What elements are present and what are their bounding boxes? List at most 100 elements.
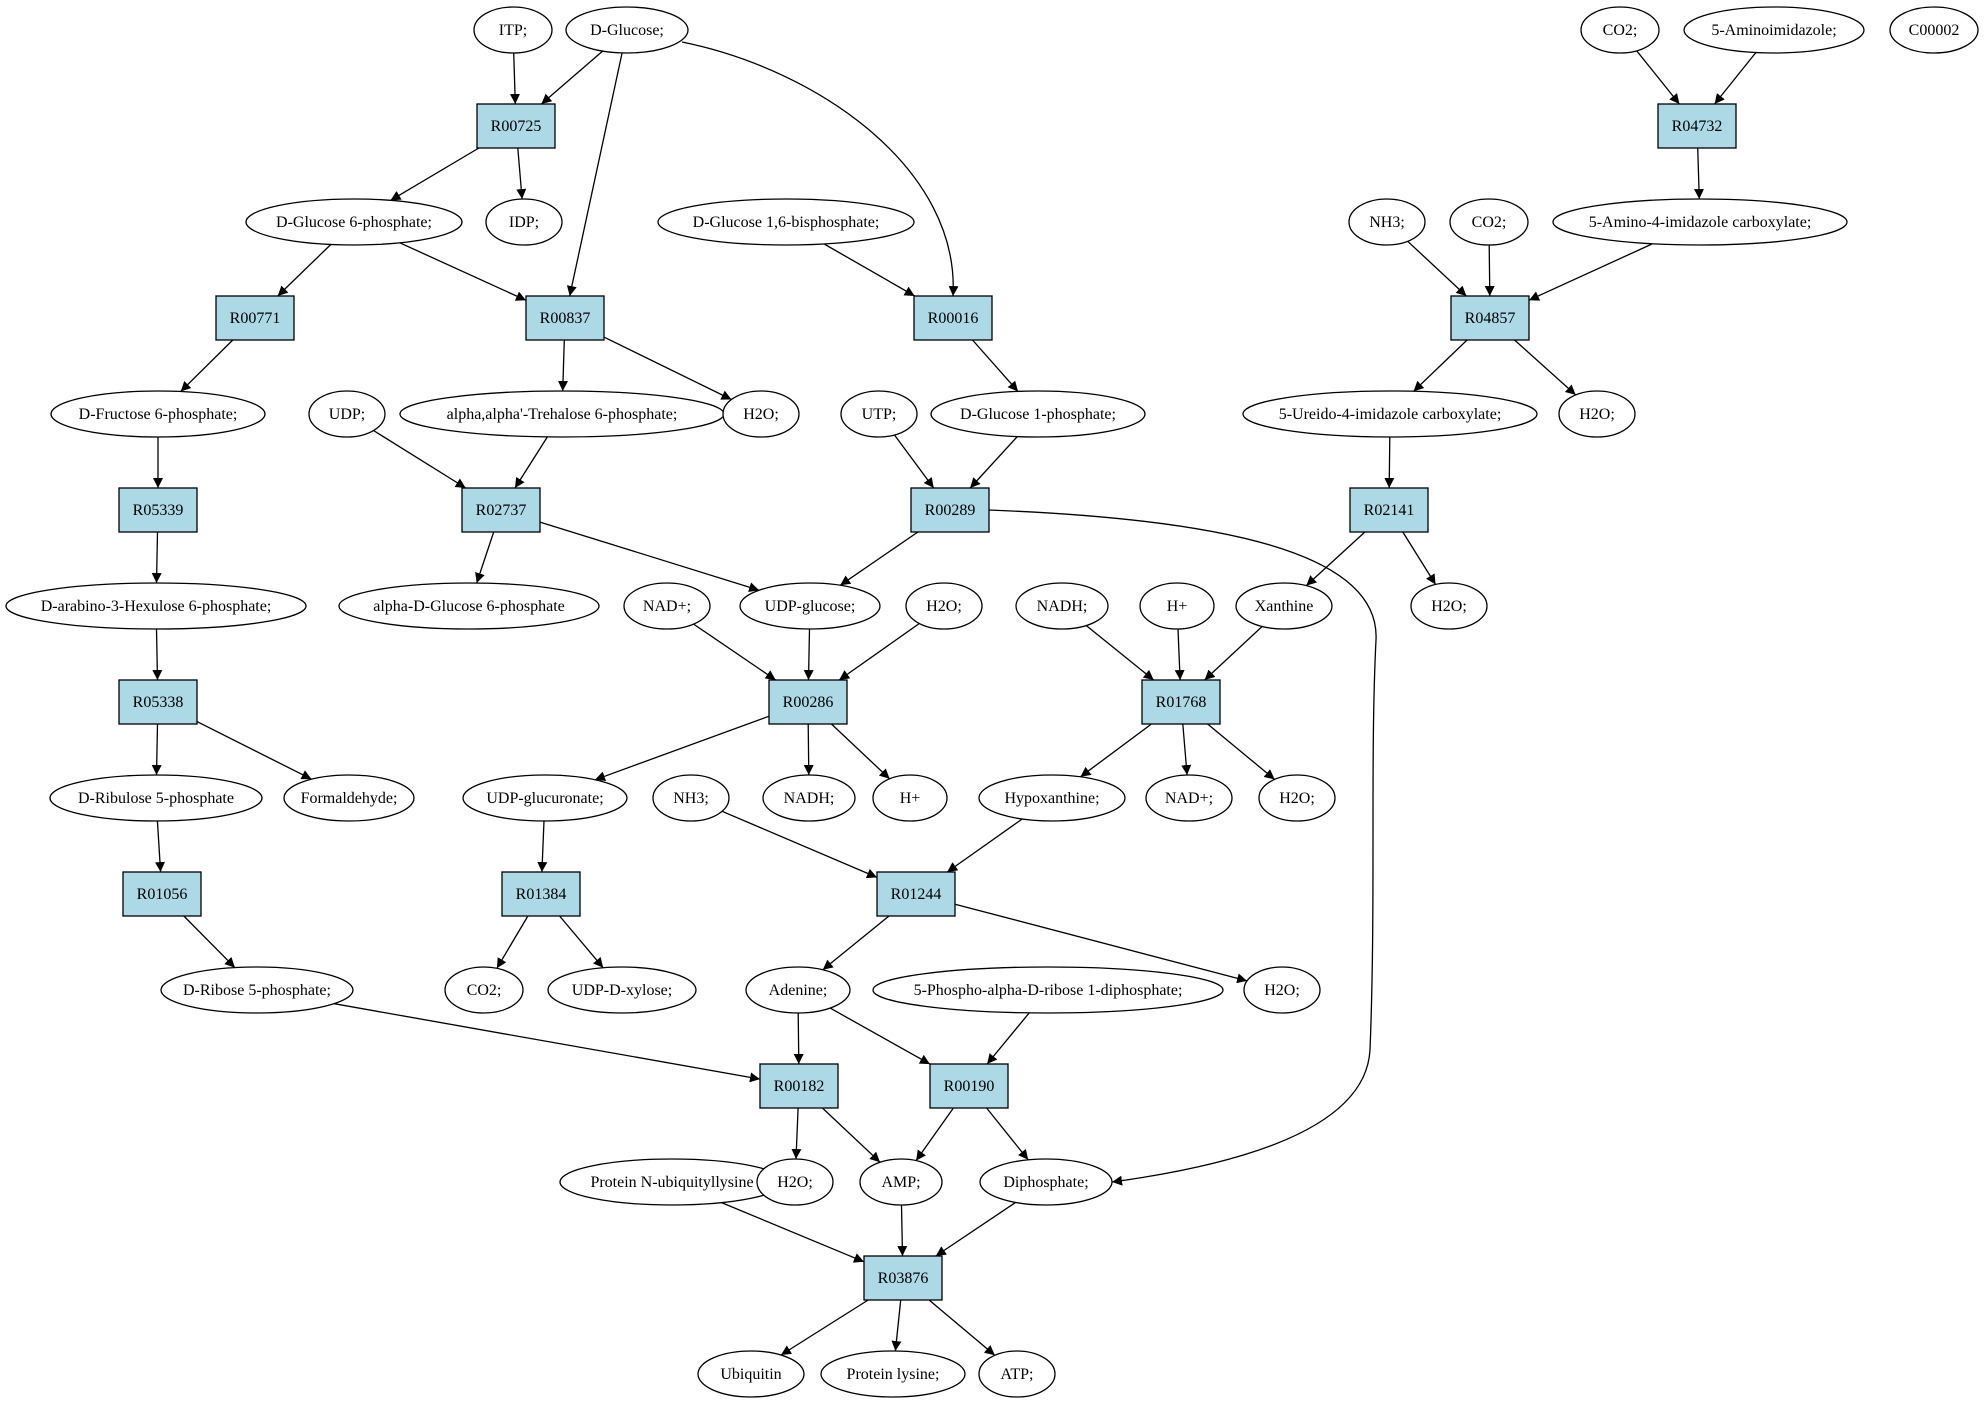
metabolite-ellipse: [5, 582, 307, 630]
edge-treh6-p-to-r02737: [514, 436, 548, 489]
reaction-label: R04732: [1672, 118, 1723, 135]
reaction-box: [118, 487, 198, 533]
metabolite-node-h2-of: H2O;: [1243, 966, 1321, 1014]
metabolite-node-h2-ob: H2O;: [1558, 390, 1636, 438]
metabolite-label: CO2;: [467, 982, 502, 999]
metabolite-label: H2O;: [926, 598, 962, 615]
metabolite-ellipse: [308, 390, 386, 438]
metabolite-ellipse: [930, 390, 1146, 438]
edge-r00286-to-nadhb: [803, 723, 814, 776]
metabolite-label: D-Glucose 1,6-bisphosphate;: [693, 214, 880, 231]
reaction-node-r00286: R00286: [768, 679, 848, 725]
edge-adenine-to-r00182: [793, 1012, 804, 1065]
edge-r00286-to-udpglc-a: [594, 715, 770, 782]
edge-udpa-to-r02737: [373, 429, 467, 489]
metabolite-ellipse: [473, 6, 553, 54]
metabolite-label: H+: [1167, 598, 1188, 615]
reaction-box: [476, 103, 556, 149]
metabolite-ellipse: [462, 774, 628, 822]
metabolite-node-g16-bp: D-Glucose 1,6-bisphosphate;: [657, 198, 915, 246]
metabolite-ellipse: [978, 1350, 1056, 1398]
metabolite-ellipse: [697, 1350, 805, 1398]
reaction-box: [525, 295, 605, 341]
metabolite-ellipse: [1552, 198, 1848, 246]
metabolite-node-amino-imid: 5-Aminoimidazole;: [1683, 6, 1865, 54]
edge-r03876-to-ubiquitin: [780, 1299, 869, 1356]
metabolite-ellipse: [722, 390, 800, 438]
reaction-node-r04732: R04732: [1657, 103, 1737, 149]
metabolite-label: UDP-glucuronate;: [486, 790, 603, 807]
edge-r01056-to-r5-p: [183, 915, 236, 969]
metabolite-ellipse: [623, 582, 711, 630]
edge-aicarb-to-r04857: [1528, 243, 1653, 301]
metabolite-ellipse: [657, 198, 915, 246]
edge-h2-oc-to-r00286: [838, 622, 920, 681]
edge-r05338-to-ru5-p: [151, 723, 162, 776]
metabolite-node-treh6-p: alpha,alpha'-Trehalose 6-phosphate;: [399, 390, 725, 438]
metabolite-label: NH3;: [673, 790, 709, 807]
reaction-label: R01384: [516, 886, 567, 903]
metabolite-label: C00002: [1909, 22, 1960, 39]
reaction-label: R01244: [891, 886, 942, 903]
edge-r03876-to-atp: [928, 1299, 996, 1356]
edge-prpp-to-r00190: [986, 1012, 1030, 1065]
metabolite-node-co2c: CO2;: [444, 966, 524, 1014]
metabolite-label: D-Glucose;: [590, 22, 664, 39]
metabolite-node-hpa: H+: [1139, 582, 1215, 630]
edges-layer: [151, 41, 1757, 1356]
metabolite-label: NAD+;: [643, 598, 691, 615]
edge-g6-p-to-r00771: [277, 244, 332, 297]
edge-r01244-to-adenine: [822, 915, 890, 971]
metabolite-ellipse: [1558, 390, 1636, 438]
reaction-label: R03876: [878, 1270, 929, 1287]
metabolite-label: UTP;: [862, 406, 897, 423]
reaction-label: R05338: [133, 694, 184, 711]
reaction-node-r03876: R03876: [863, 1255, 943, 1301]
reaction-box: [863, 1255, 943, 1301]
reaction-box: [1349, 487, 1429, 533]
edge-itp-to-r00725: [509, 52, 520, 105]
metabolite-label: ATP;: [1001, 1366, 1034, 1383]
reaction-node-r00190: R00190: [929, 1063, 1009, 1109]
reaction-node-r01768: R01768: [1141, 679, 1221, 725]
metabolite-label: H2O;: [1264, 982, 1300, 999]
metabolite-label: IDP;: [509, 214, 539, 231]
metabolite-label: Formaldehyde;: [301, 790, 398, 807]
metabolite-ellipse: [1242, 390, 1538, 438]
reaction-node-r01384: R01384: [501, 871, 581, 917]
edge-r01244-to-h2-of: [954, 903, 1248, 984]
edge-r01384-to-udpxyl: [559, 915, 604, 969]
edge-nadpa-to-r00286: [693, 623, 777, 681]
reaction-box: [759, 1063, 839, 1109]
metabolite-ellipse: [1348, 198, 1426, 246]
metabolite-node-r5-p: D-Ribose 5-phosphate;: [160, 966, 354, 1014]
metabolite-node-nadpa: NAD+;: [623, 582, 711, 630]
metabolite-label: ITP;: [499, 22, 527, 39]
metabolite-ellipse: [745, 966, 851, 1014]
edge-r04857-to-h2-ob: [1514, 339, 1577, 396]
reaction-node-r00771: R00771: [215, 295, 295, 341]
reaction-node-r04857: R04857: [1450, 295, 1530, 341]
metabolite-ellipse: [565, 6, 689, 54]
metabolite-node-nadhb: NADH;: [762, 774, 856, 822]
metabolite-label: NH3;: [1369, 214, 1405, 231]
metabolite-ellipse: [245, 198, 463, 246]
metabolite-node-hypox: Hypoxanthine;: [978, 774, 1126, 822]
reaction-node-r01244: R01244: [876, 871, 956, 917]
reaction-node-r05338: R05338: [118, 679, 198, 725]
edge-r00016-to-g1-p: [972, 339, 1019, 392]
reaction-label: R01768: [1156, 694, 1207, 711]
metabolite-node-ubiquitin: Ubiquitin: [697, 1350, 805, 1398]
edge-r00182-to-amp: [821, 1107, 881, 1163]
reaction-box: [501, 871, 581, 917]
metabolite-label: H+: [900, 790, 921, 807]
edge-g16-bp-to-r00016: [823, 243, 916, 297]
metabolite-node-f6-p: D-Fructose 6-phosphate;: [50, 390, 266, 438]
metabolite-node-h2-oe: H2O;: [1258, 774, 1336, 822]
reaction-label: R00016: [928, 310, 979, 327]
metabolite-label: 5-Ureido-4-imidazole carboxylate;: [1279, 406, 1502, 423]
edge-xanthine-to-r01768: [1204, 626, 1263, 681]
edge-r00725-to-idp: [516, 147, 527, 200]
edge-r00771-to-f6-p: [180, 339, 234, 392]
edge-r01768-to-h2-oe: [1207, 723, 1276, 780]
